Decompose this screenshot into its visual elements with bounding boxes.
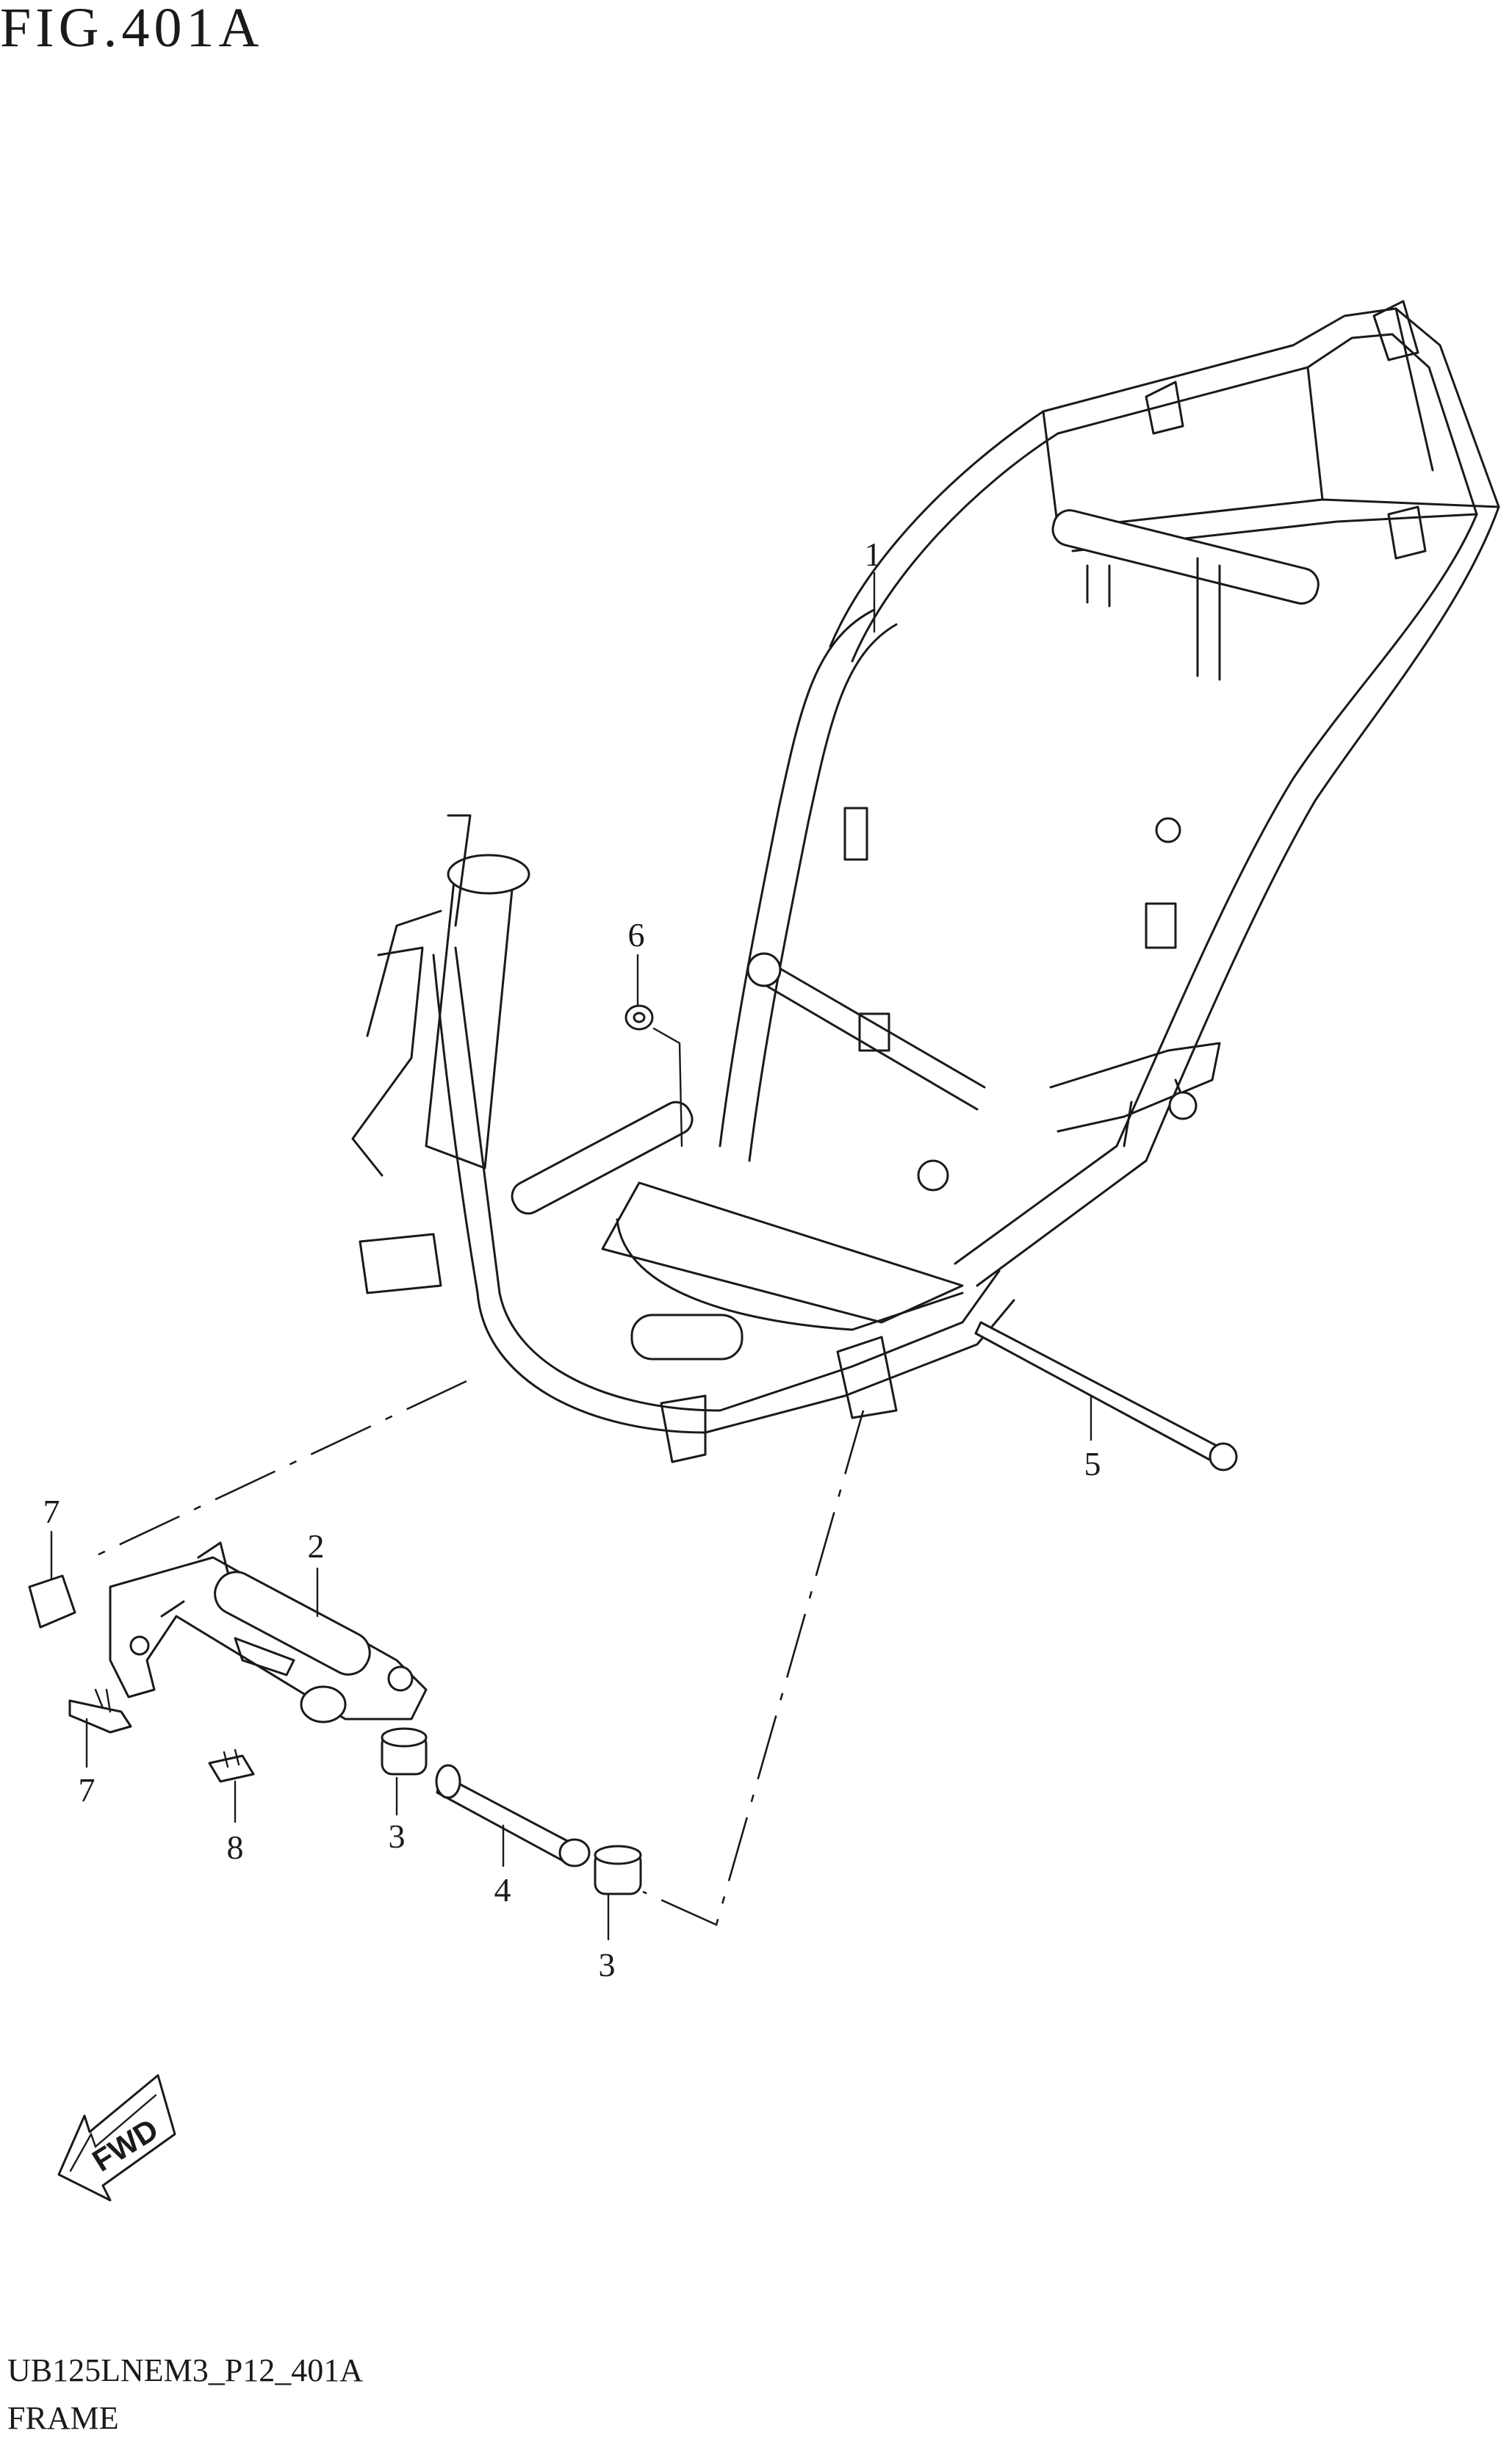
bolt-part-5[interactable] <box>974 1321 1238 1471</box>
clip-part-8[interactable] <box>208 1748 255 1783</box>
callout-2: 2 <box>308 1527 325 1565</box>
callout-6: 6 <box>628 916 645 954</box>
nut-part-6[interactable] <box>624 1004 654 1031</box>
figure-title: FIG.401A <box>0 0 264 59</box>
callout-7-upper: 7 <box>43 1493 60 1530</box>
callout-7-lower: 7 <box>79 1771 96 1809</box>
cushion-part-7-upper[interactable] <box>28 1574 76 1629</box>
forward-arrow-icon <box>57 2074 176 2202</box>
damper-part-7-lower[interactable] <box>68 1688 132 1734</box>
diagram-caption: FRAME <box>7 2400 119 2436</box>
pivot-bolt-part-4[interactable] <box>435 1764 591 1867</box>
bush-part-3-right[interactable] <box>594 1845 642 1895</box>
callout-8: 8 <box>227 1829 244 1866</box>
diagram-code: UB125LNEM3_P12_401A <box>7 2352 364 2388</box>
main-frame-part-1[interactable] <box>351 300 1500 1463</box>
leader-lines <box>50 572 1092 1941</box>
callout-3-left: 3 <box>389 1817 406 1855</box>
callout-1: 1 <box>865 536 882 573</box>
callout-5: 5 <box>1084 1445 1101 1483</box>
bush-part-3-left[interactable] <box>381 1727 428 1776</box>
callout-3-right: 3 <box>599 1946 616 1984</box>
callout-4: 4 <box>494 1871 511 1909</box>
assembly-lines <box>84 1027 865 1926</box>
engine-pivot-bracket-part-2[interactable] <box>109 1541 428 1723</box>
